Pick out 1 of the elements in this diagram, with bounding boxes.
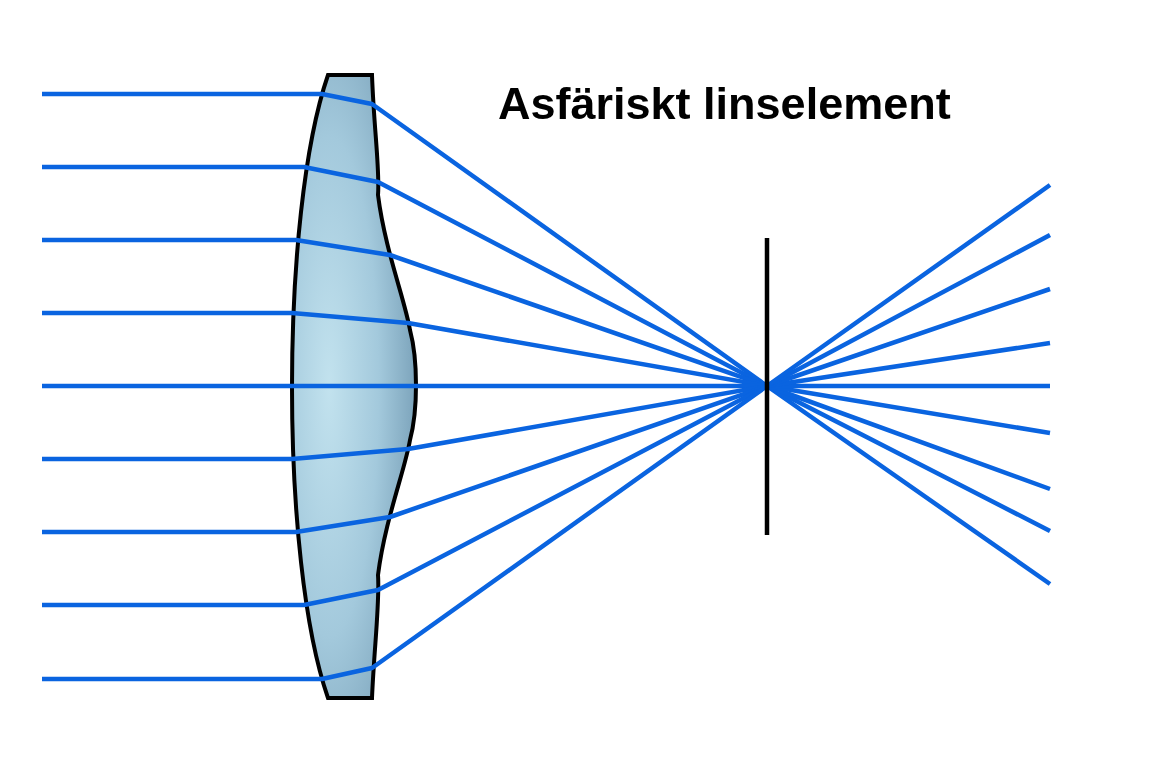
diagram-title: Asfäriskt linselement [498, 78, 951, 130]
